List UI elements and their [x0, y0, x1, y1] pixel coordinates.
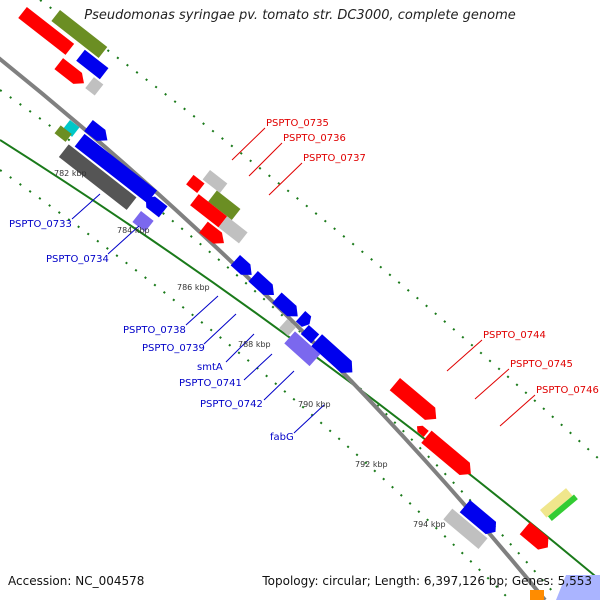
callout-0745: [474, 368, 510, 400]
gene-blue-738[interactable]: [230, 255, 257, 280]
gene-label-0739[interactable]: PSPTO_0739: [142, 343, 205, 354]
callout-0736: [248, 142, 283, 177]
accession-text: Accession: NC_004578: [8, 574, 145, 588]
callout-0739: [203, 313, 237, 345]
gene-purple[interactable]: [132, 211, 154, 232]
kbp-label-786: 786 kbp: [177, 283, 210, 292]
gene-red-737[interactable]: [186, 174, 205, 193]
gene-gray-741[interactable]: [279, 319, 297, 337]
topology-text: Topology: circular; Length: 6,397,126 bp…: [262, 574, 592, 588]
gene-olive-736[interactable]: [208, 190, 241, 221]
callouts-forward: [231, 127, 536, 427]
gene-red[interactable]: [18, 6, 75, 55]
gene-orange-corner[interactable]: [530, 590, 544, 600]
callout-0744: [446, 339, 483, 372]
gene-dark-gray[interactable]: [58, 144, 137, 210]
gene-label-0741[interactable]: PSPTO_0741: [179, 378, 242, 389]
gene-gray[interactable]: [85, 77, 104, 96]
genes: [18, 6, 600, 600]
gene-blue-739[interactable]: [248, 271, 278, 300]
gene-red-arrow-b[interactable]: [199, 221, 228, 249]
gene-label-0738[interactable]: PSPTO_0738: [123, 325, 186, 336]
callout-0735: [231, 127, 266, 161]
callout-0742: [263, 370, 295, 401]
gene-blue-rev[interactable]: [142, 193, 168, 218]
gene-gray-735[interactable]: [202, 170, 228, 194]
gene-red-long[interactable]: [190, 194, 228, 228]
kbp-label-784: 784 kbp: [117, 226, 150, 235]
kbp-label-794: 794 kbp: [413, 520, 446, 529]
gene-olive[interactable]: [51, 10, 108, 58]
gene-red-746[interactable]: [421, 430, 476, 481]
tick-track-innermost: [0, 169, 511, 600]
callout-0737: [268, 162, 303, 196]
gene-label-smta[interactable]: smtA: [197, 362, 223, 373]
callout-0734: [107, 225, 140, 255]
gene-blue-bottom[interactable]: [459, 500, 501, 538]
kbp-label-792: 792 kbp: [355, 460, 388, 469]
tick-track-outer: [39, 0, 600, 461]
gene-red-745[interactable]: [414, 423, 429, 437]
gene-label-0742[interactable]: PSPTO_0742: [200, 399, 263, 410]
gene-purple-742[interactable]: [284, 331, 321, 367]
gene-label-0744[interactable]: PSPTO_0744: [483, 330, 546, 341]
gene-yellow[interactable]: [540, 488, 573, 518]
gene-label-0737[interactable]: PSPTO_0737: [303, 153, 366, 164]
gene-olive-small[interactable]: [54, 125, 72, 142]
gene-light-blue-corner[interactable]: [556, 575, 600, 600]
gene-blue-smta[interactable]: [272, 292, 302, 321]
gene-green[interactable]: [547, 494, 578, 521]
callouts-reverse: [71, 193, 325, 434]
gene-gray-b[interactable]: [218, 216, 248, 244]
map-title: Pseudomonas syringae pv. tomato str. DC3…: [84, 8, 516, 23]
gene-red-arrow[interactable]: [54, 58, 88, 89]
gene-label-0735[interactable]: PSPTO_0735: [266, 118, 329, 129]
gene-blue-long[interactable]: [74, 133, 158, 204]
gene-blue[interactable]: [76, 49, 109, 80]
gene-label-0736[interactable]: PSPTO_0736: [283, 133, 346, 144]
kbp-label-788: 788 kbp: [238, 340, 271, 349]
callout-fabg: [293, 404, 325, 434]
gene-gray-bottom[interactable]: [443, 508, 488, 549]
gene-label-0733[interactable]: PSPTO_0733: [9, 219, 72, 230]
gene-blue-fabg[interactable]: [311, 334, 357, 378]
gene-label-fabg[interactable]: fabG: [270, 432, 294, 443]
callout-0733: [71, 193, 101, 220]
callout-0741: [243, 353, 273, 381]
gene-label-0745[interactable]: PSPTO_0745: [510, 359, 573, 370]
gene-blue-fabg-a[interactable]: [300, 325, 320, 344]
gene-red-bottom[interactable]: [519, 522, 553, 554]
callout-0746: [499, 394, 536, 427]
gene-label-0734[interactable]: PSPTO_0734: [46, 254, 109, 265]
gene-red-744[interactable]: [389, 378, 442, 425]
callout-smta: [225, 333, 255, 363]
gene-label-0746[interactable]: PSPTO_0746: [536, 385, 599, 396]
kbp-label-782: 782 kbp: [54, 169, 87, 178]
gene-blue-arrow[interactable]: [84, 120, 112, 146]
gene-blue-741[interactable]: [295, 311, 314, 329]
callout-0738: [185, 295, 219, 326]
kbp-label-790: 790 kbp: [298, 400, 331, 409]
